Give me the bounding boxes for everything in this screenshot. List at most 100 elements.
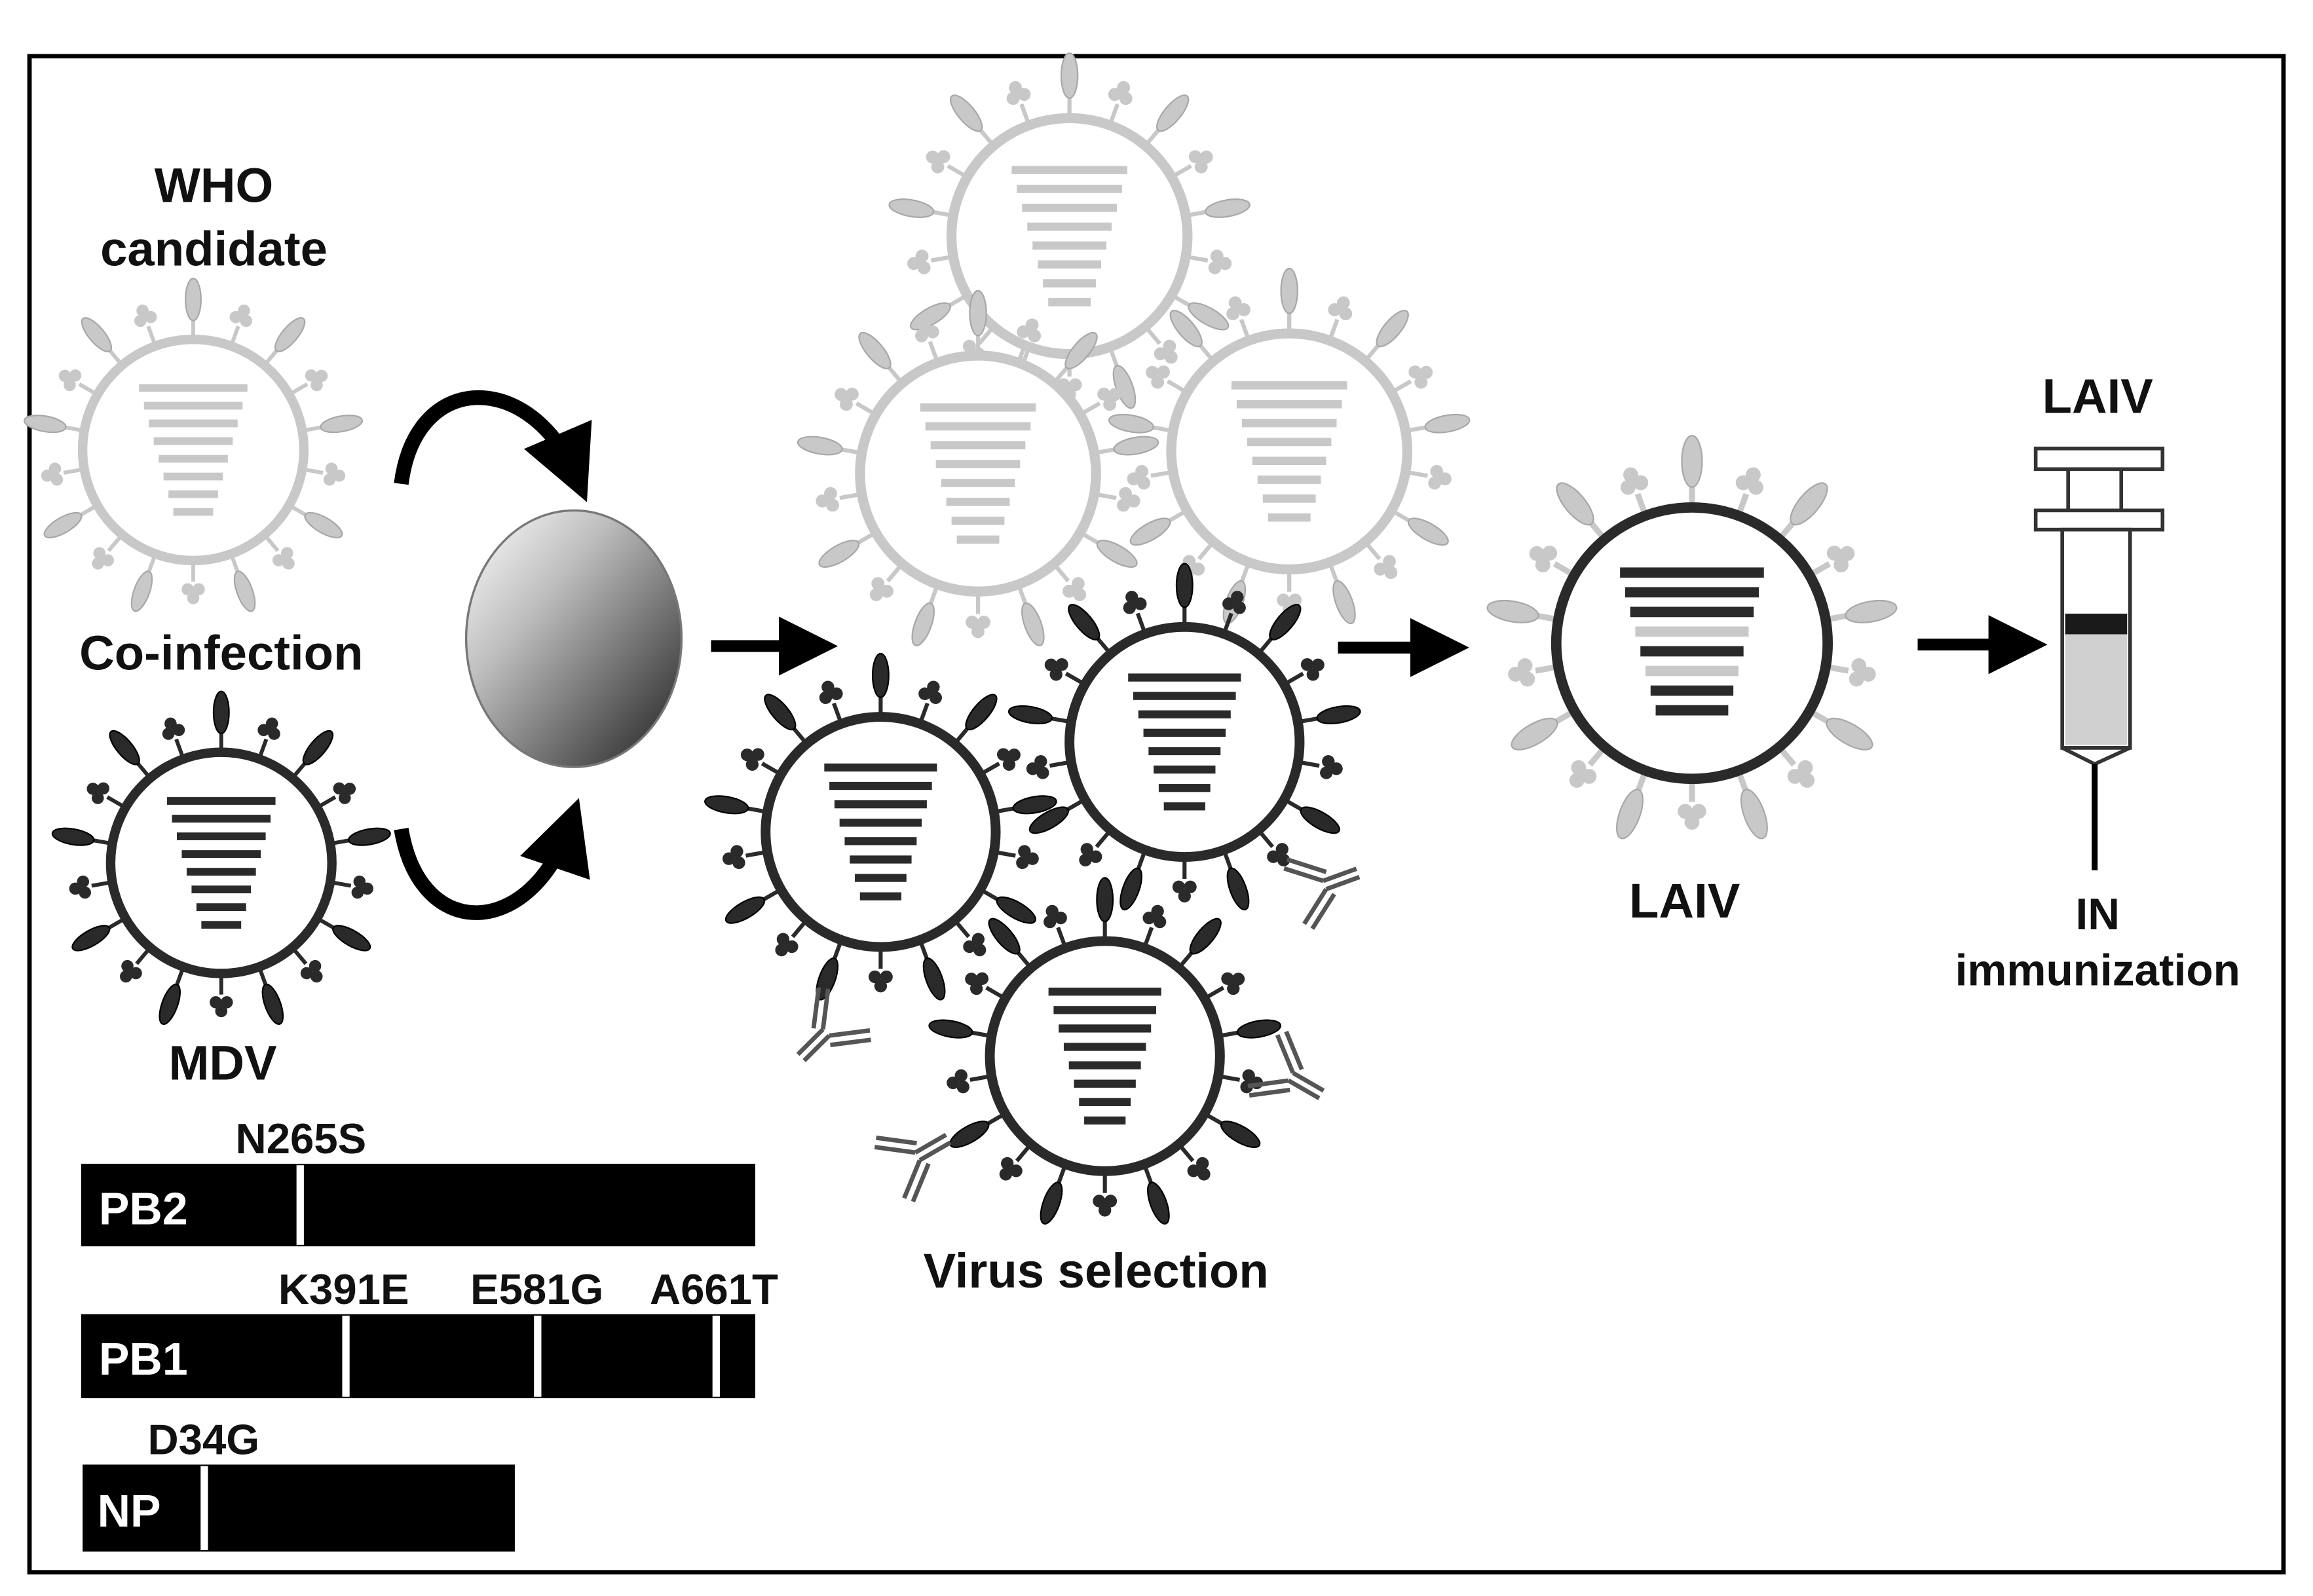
rna-segment: [1635, 626, 1749, 637]
curved-arrow-top: [394, 390, 592, 502]
antibody-icon: [1283, 857, 1361, 930]
neuraminidase-spike: [329, 875, 373, 899]
neuraminidase-spike: [301, 462, 346, 486]
antibody-icon: [874, 1132, 952, 1203]
rna-segment: [824, 763, 937, 772]
rna-segment: [946, 498, 1010, 506]
rna-segment: [834, 800, 927, 809]
neuraminidase-spike: [1529, 546, 1576, 578]
rna-segment: [201, 921, 242, 929]
who-candidate-label-line2: candidate: [100, 222, 328, 276]
rna-segment: [850, 855, 912, 864]
rna-segment: [1011, 166, 1127, 174]
rna-segment: [1043, 279, 1097, 288]
rna-segment: [167, 797, 276, 805]
antibody-icon: [1247, 1030, 1325, 1100]
syringe-icon: [2033, 446, 2165, 870]
gene-bar: [81, 1314, 755, 1399]
neuraminidase-spike: [965, 972, 1007, 1001]
progeny-virus-light: [1108, 267, 1471, 625]
rna-segment: [1128, 673, 1241, 682]
virus-selection-label: Virus selection: [924, 1244, 1269, 1298]
who-candidate-virus: [24, 278, 364, 612]
neuraminidase-spike: [819, 680, 844, 725]
neuraminidase-spike: [1297, 755, 1343, 779]
neuraminidase-spike: [1146, 365, 1188, 394]
rna-segment: [181, 850, 261, 858]
progeny-virus-dark: [1007, 563, 1361, 911]
rna-segment: [1231, 381, 1347, 390]
virus-envelope: [761, 712, 1001, 952]
neuraminidase-spike: [288, 369, 328, 397]
rna-segment: [1022, 203, 1117, 212]
virus-envelope: [1551, 502, 1833, 785]
rna-segment: [854, 874, 907, 882]
virus-layer: [24, 52, 1898, 1225]
rna-segment: [1048, 988, 1161, 996]
hemagglutinin-spike: [1280, 267, 1298, 334]
gene-bar: [81, 1163, 755, 1247]
rna-segment: [1154, 765, 1216, 774]
laiv-virus: [1486, 434, 1898, 840]
rna-segment: [196, 903, 246, 912]
rna-segment: [844, 837, 917, 845]
rna-segment: [1074, 1079, 1136, 1088]
rna-segment: [186, 868, 256, 876]
neuraminidase-spike: [1123, 591, 1148, 635]
mutation-marker: [200, 1466, 208, 1550]
neuraminidase-spike: [1620, 467, 1649, 517]
rna-segment: [1027, 222, 1112, 231]
neuraminidase-spike: [1144, 325, 1178, 364]
antibody-icon: [796, 987, 871, 1062]
mutation-label: K391E: [278, 1265, 409, 1313]
rna-segment: [176, 832, 266, 840]
rna-segment: [951, 516, 1005, 525]
mutation-label: D34G: [147, 1416, 259, 1464]
rna-segment: [1252, 456, 1326, 466]
gene-name: PB1: [99, 1333, 188, 1384]
mdv-virus: [51, 690, 391, 1025]
rna-segment: [149, 419, 238, 428]
neuraminidase-spike: [947, 1069, 992, 1094]
rna-segment: [1257, 475, 1321, 484]
rna-segment: [925, 422, 1031, 431]
rna-segment: [139, 384, 248, 392]
who-candidate-label-line1: WHO: [155, 158, 274, 213]
gene-name: PB2: [99, 1183, 188, 1234]
hemagglutinin-spike: [704, 795, 768, 815]
rna-segment: [1630, 606, 1754, 618]
syringe-laiv-label: LAIV: [2042, 369, 2154, 424]
hemagglutinin-spike: [1297, 705, 1361, 724]
rna-segment: [172, 815, 271, 823]
rna-segment: [1017, 185, 1122, 193]
virus-envelope: [855, 350, 1101, 597]
rna-segment: [1620, 567, 1764, 578]
rna-segment: [1262, 494, 1316, 503]
neuraminidase-spike: [993, 845, 1039, 870]
mutation-label: N265S: [236, 1115, 367, 1162]
rna-segment: [859, 892, 902, 900]
rna-segment: [1048, 298, 1091, 306]
gene-name: NP: [98, 1485, 161, 1536]
neuraminidase-spike: [1093, 1171, 1118, 1217]
progeny-virus-light: [797, 289, 1159, 646]
rna-segment: [143, 401, 243, 410]
gene-np: NP D34G: [83, 1416, 515, 1552]
rna-segment: [159, 455, 228, 463]
rna-segment: [1084, 1116, 1126, 1125]
rna-segment: [1163, 802, 1205, 811]
gene-bar: [83, 1464, 515, 1552]
in-immunization-label-line1: IN: [2075, 890, 2120, 939]
co-infection-label: Co-infection: [79, 626, 363, 680]
laiv-label: LAIV: [1629, 874, 1740, 928]
neuraminidase-spike: [1222, 591, 1246, 635]
hemagglutinin-spike: [993, 795, 1057, 815]
neuraminidase-spike: [868, 946, 893, 993]
rna-segment: [956, 535, 1000, 544]
mdv-label: MDV: [168, 1036, 277, 1090]
rna-segment: [1063, 1043, 1146, 1051]
rna-segment: [930, 441, 1026, 450]
hemagglutinin-spike: [1007, 705, 1072, 724]
rna-segment: [1059, 1024, 1152, 1033]
